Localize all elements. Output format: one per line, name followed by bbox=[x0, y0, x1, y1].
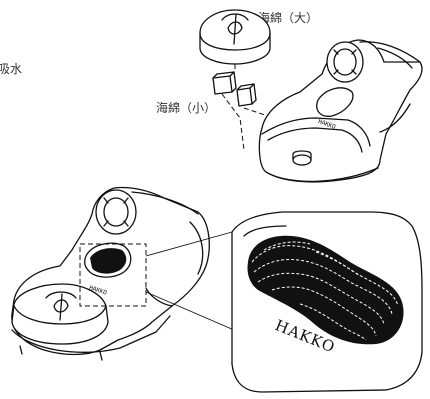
zoom-leader-line bbox=[145, 291, 235, 331]
stand-illustration-top bbox=[258, 39, 423, 183]
sponge-large-label: 海綿（大） bbox=[258, 11, 319, 25]
stand-illustration-bottom bbox=[11, 186, 210, 361]
zoom-leader-line bbox=[145, 231, 233, 257]
zoom-selection-box bbox=[79, 243, 147, 307]
water-absorb-label: 吸水 bbox=[0, 62, 23, 76]
guide-line bbox=[243, 107, 306, 121]
large-sponge-illustration bbox=[199, 9, 271, 65]
sponge-small-label: 海綿（小） bbox=[156, 101, 217, 115]
zoom-detail-panel bbox=[231, 211, 423, 393]
sponge-texture bbox=[251, 241, 399, 341]
small-sponge-illustration bbox=[212, 71, 257, 107]
guide-line bbox=[221, 93, 245, 151]
